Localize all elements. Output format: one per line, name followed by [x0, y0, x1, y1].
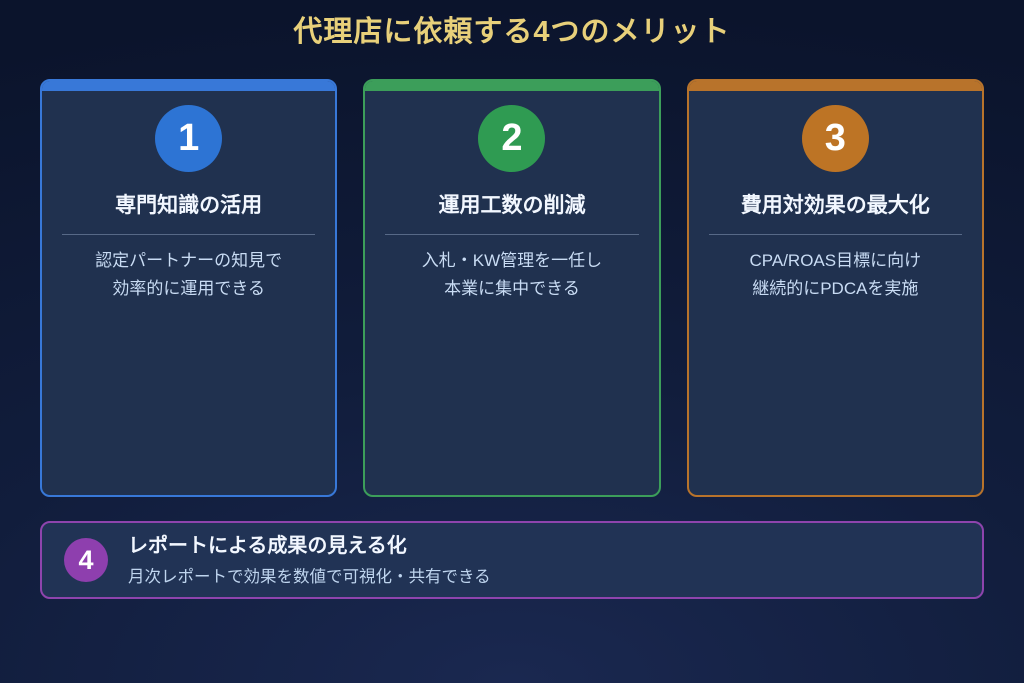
- card-accent-bar: [688, 81, 982, 91]
- card-accent-bar: [365, 81, 659, 91]
- page-title: 代理店に依頼する4つのメリット: [293, 16, 731, 48]
- divider: [385, 234, 639, 235]
- benefit-cards-row: 1 専門知識の活用 認定パートナーの知見で 効率的に運用できる 2 運用工数の削…: [0, 79, 1024, 497]
- card-accent-bar: [42, 81, 336, 91]
- card-title: 費用対効果の最大化: [740, 194, 930, 217]
- card-description: CPA/ROAS目標に向け 継続的にPDCAを実施: [749, 251, 922, 298]
- divider: [62, 234, 316, 235]
- number-badge-1: 1: [155, 105, 223, 172]
- number-badge-4: 4: [64, 538, 108, 582]
- card-title: 専門知識の活用: [115, 194, 263, 217]
- banner-title: レポートによる成果の見える化: [128, 534, 407, 557]
- card-description: 入札・KW管理を一任し 本業に集中できる: [421, 251, 603, 298]
- number-badge-3: 3: [801, 105, 869, 172]
- benefit-card-1: 1 専門知識の活用 認定パートナーの知見で 効率的に運用できる: [40, 79, 338, 497]
- divider: [708, 234, 962, 235]
- summary-banner: 4 レポートによる成果の見える化 月次レポートで効果を数値で可視化・共有できる: [40, 521, 984, 599]
- banner-text-block: レポートによる成果の見える化 月次レポートで効果を数値で可視化・共有できる: [128, 534, 491, 587]
- banner-subtitle: 月次レポートで効果を数値で可視化・共有できる: [128, 567, 491, 586]
- number-badge-2: 2: [478, 105, 546, 172]
- benefit-card-3: 3 費用対効果の最大化 CPA/ROAS目標に向け 継続的にPDCAを実施: [686, 79, 984, 497]
- card-description: 認定パートナーの知見で 効率的に運用できる: [95, 251, 283, 298]
- benefit-card-2: 2 運用工数の削減 入札・KW管理を一任し 本業に集中できる: [363, 79, 661, 497]
- card-title: 運用工数の削減: [438, 194, 586, 217]
